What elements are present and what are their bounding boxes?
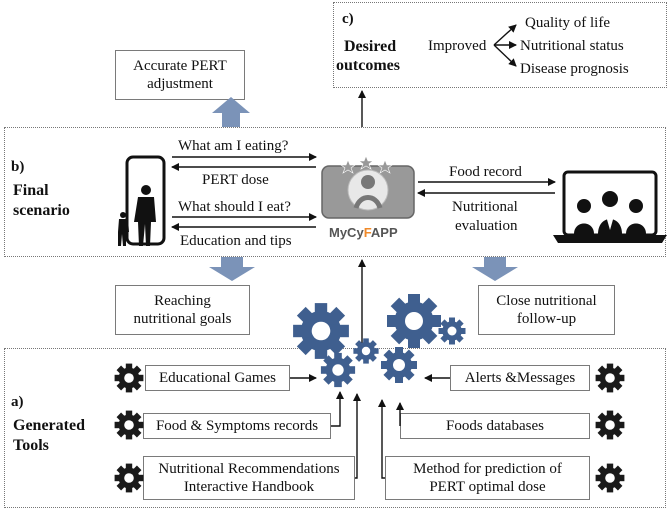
app-name-prefix: MyCy <box>329 225 364 240</box>
outcome-nutritional: Nutritional status <box>520 38 624 54</box>
outcome-prognosis: Disease prognosis <box>520 61 629 77</box>
section-c-label: c) <box>342 11 354 27</box>
what-am-i-eating: What am I eating? <box>178 138 289 154</box>
down-block-arrow-left <box>209 257 255 281</box>
followup-line-1: Close nutritional <box>496 293 597 309</box>
evaluation-label: evaluation <box>455 218 518 234</box>
alerts-messages-box: Alerts &Messages <box>450 365 590 391</box>
app-name: MyCyFAPP <box>329 224 398 242</box>
food-symptoms-label: Food & Symptoms records <box>155 418 319 434</box>
section-a-label: a) <box>11 394 24 410</box>
pert-line-2: adjustment <box>147 76 213 92</box>
outcomes-title-2: outcomes <box>336 57 400 74</box>
tools-title-2: Tools <box>13 437 49 454</box>
follow-up-box: Close nutritional follow-up <box>478 285 615 335</box>
foods-databases-label: Foods databases <box>446 418 544 434</box>
method-box: Method for prediction of PERT optimal dos… <box>385 456 590 500</box>
improved-label: Improved <box>428 38 487 54</box>
nutritional-label: Nutritional <box>452 199 518 215</box>
app-name-suffix: APP <box>370 225 398 240</box>
educational-games-label: Educational Games <box>158 370 277 386</box>
food-record: Food record <box>449 164 522 180</box>
method-line-2: PERT optimal dose <box>429 479 546 495</box>
alerts-label: Alerts &Messages <box>464 370 576 386</box>
outcome-quality: Quality of life <box>525 15 610 31</box>
scenario-title-2: scenario <box>13 202 70 219</box>
goals-line-2: nutritional goals <box>133 311 232 327</box>
nutritional-goals-box: Reaching nutritional goals <box>115 285 250 335</box>
outcomes-title-1: Desired <box>344 38 397 55</box>
scenario-title-1: Final <box>13 182 49 199</box>
down-block-arrow-right <box>472 257 518 281</box>
pert-line-1: Accurate PERT <box>133 58 227 74</box>
goals-line-1: Reaching <box>154 293 211 309</box>
section-b-label: b) <box>11 159 25 175</box>
educational-games-box: Educational Games <box>145 365 290 391</box>
accurate-pert-box: Accurate PERT adjustment <box>115 50 245 100</box>
education-tips: Education and tips <box>180 233 292 249</box>
handbook-line-1: Nutritional Recommendations <box>158 461 340 477</box>
what-should-i-eat: What should I eat? <box>178 199 291 215</box>
app-name-highlight: F <box>363 225 371 240</box>
pert-dose: PERT dose <box>202 172 269 188</box>
food-symptoms-box: Food & Symptoms records <box>143 413 331 439</box>
handbook-line-2: Interactive Handbook <box>183 479 315 495</box>
up-block-arrow <box>212 97 250 127</box>
foods-databases-box: Foods databases <box>400 413 590 439</box>
followup-line-2: follow-up <box>516 311 577 327</box>
method-line-1: Method for prediction of <box>413 461 562 477</box>
tools-title-1: Generated <box>13 417 85 434</box>
